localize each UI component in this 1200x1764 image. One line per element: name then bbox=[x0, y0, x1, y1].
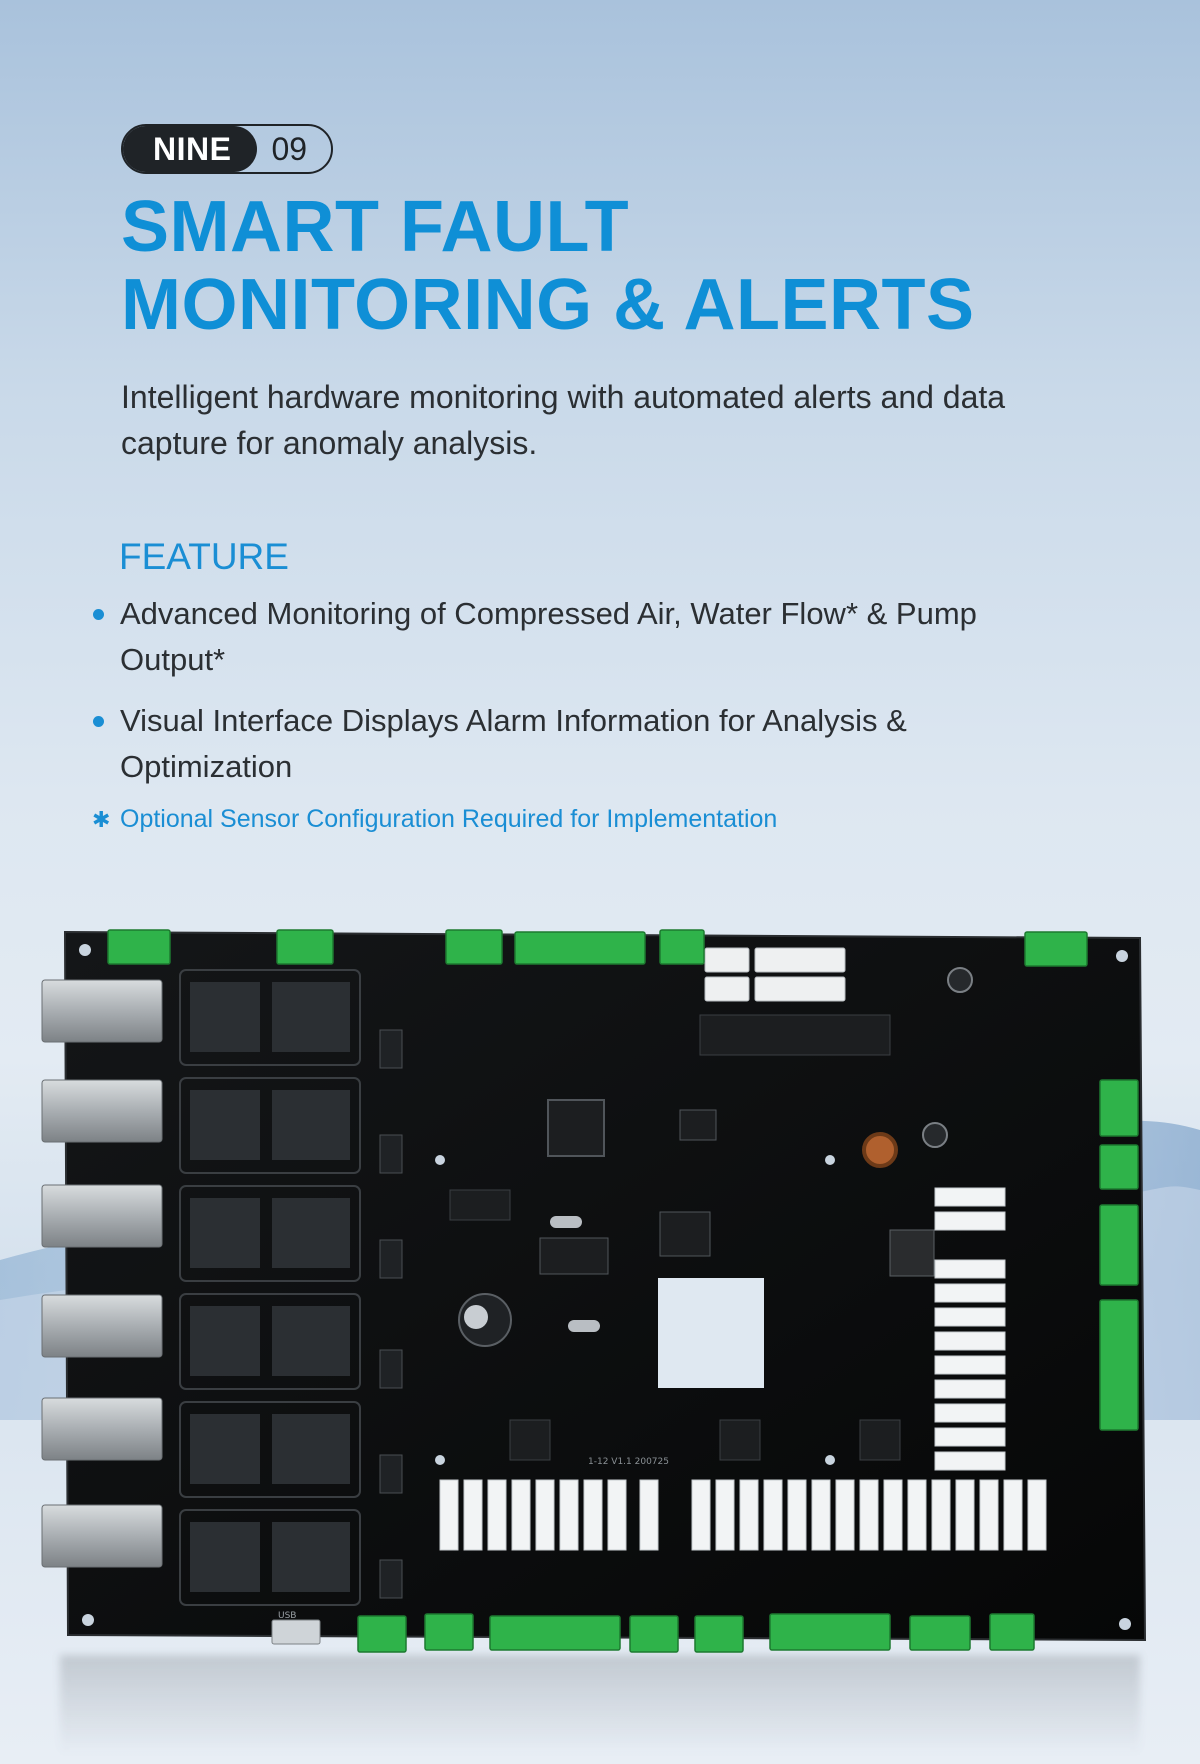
footnote: ✱ Optional Sensor Configuration Required… bbox=[92, 805, 777, 834]
title-line-1: SMART FAULT bbox=[121, 187, 630, 267]
feature-heading: FEATURE bbox=[119, 536, 289, 577]
badge-word: NINE bbox=[123, 126, 258, 172]
dot-bullet-icon bbox=[93, 609, 104, 620]
feature-item: Visual Interface Displays Alarm Informat… bbox=[92, 698, 1052, 790]
feature-list: Advanced Monitoring of Compressed Air, W… bbox=[92, 591, 1052, 805]
board-version-text: 1-12 V1.1 200725 bbox=[588, 1457, 669, 1467]
feature-item: Advanced Monitoring of Compressed Air, W… bbox=[92, 591, 1052, 683]
footnote-text: Optional Sensor Configuration Required f… bbox=[120, 805, 778, 833]
intro-text: Intelligent hardware monitoring with aut… bbox=[121, 379, 1006, 461]
page-title: SMART FAULT MONITORING & ALERTS bbox=[121, 188, 975, 344]
title-line-2: MONITORING & ALERTS bbox=[121, 265, 975, 345]
feature-text: Visual Interface Displays Alarm Informat… bbox=[120, 703, 907, 784]
rj45-ports bbox=[41, 979, 163, 1568]
feature-text: Advanced Monitoring of Compressed Air, W… bbox=[120, 596, 977, 677]
board-reflection bbox=[60, 1655, 1140, 1755]
asterisk-icon: ✱ bbox=[92, 806, 111, 832]
dot-bullet-icon bbox=[93, 716, 104, 727]
section-badge: NINE 09 bbox=[121, 124, 334, 174]
usb-label: USB bbox=[278, 1611, 296, 1621]
badge-number: 09 bbox=[271, 130, 308, 167]
pcb-board-image: USB 1-12 V1.1 200725 bbox=[41, 929, 1147, 1653]
